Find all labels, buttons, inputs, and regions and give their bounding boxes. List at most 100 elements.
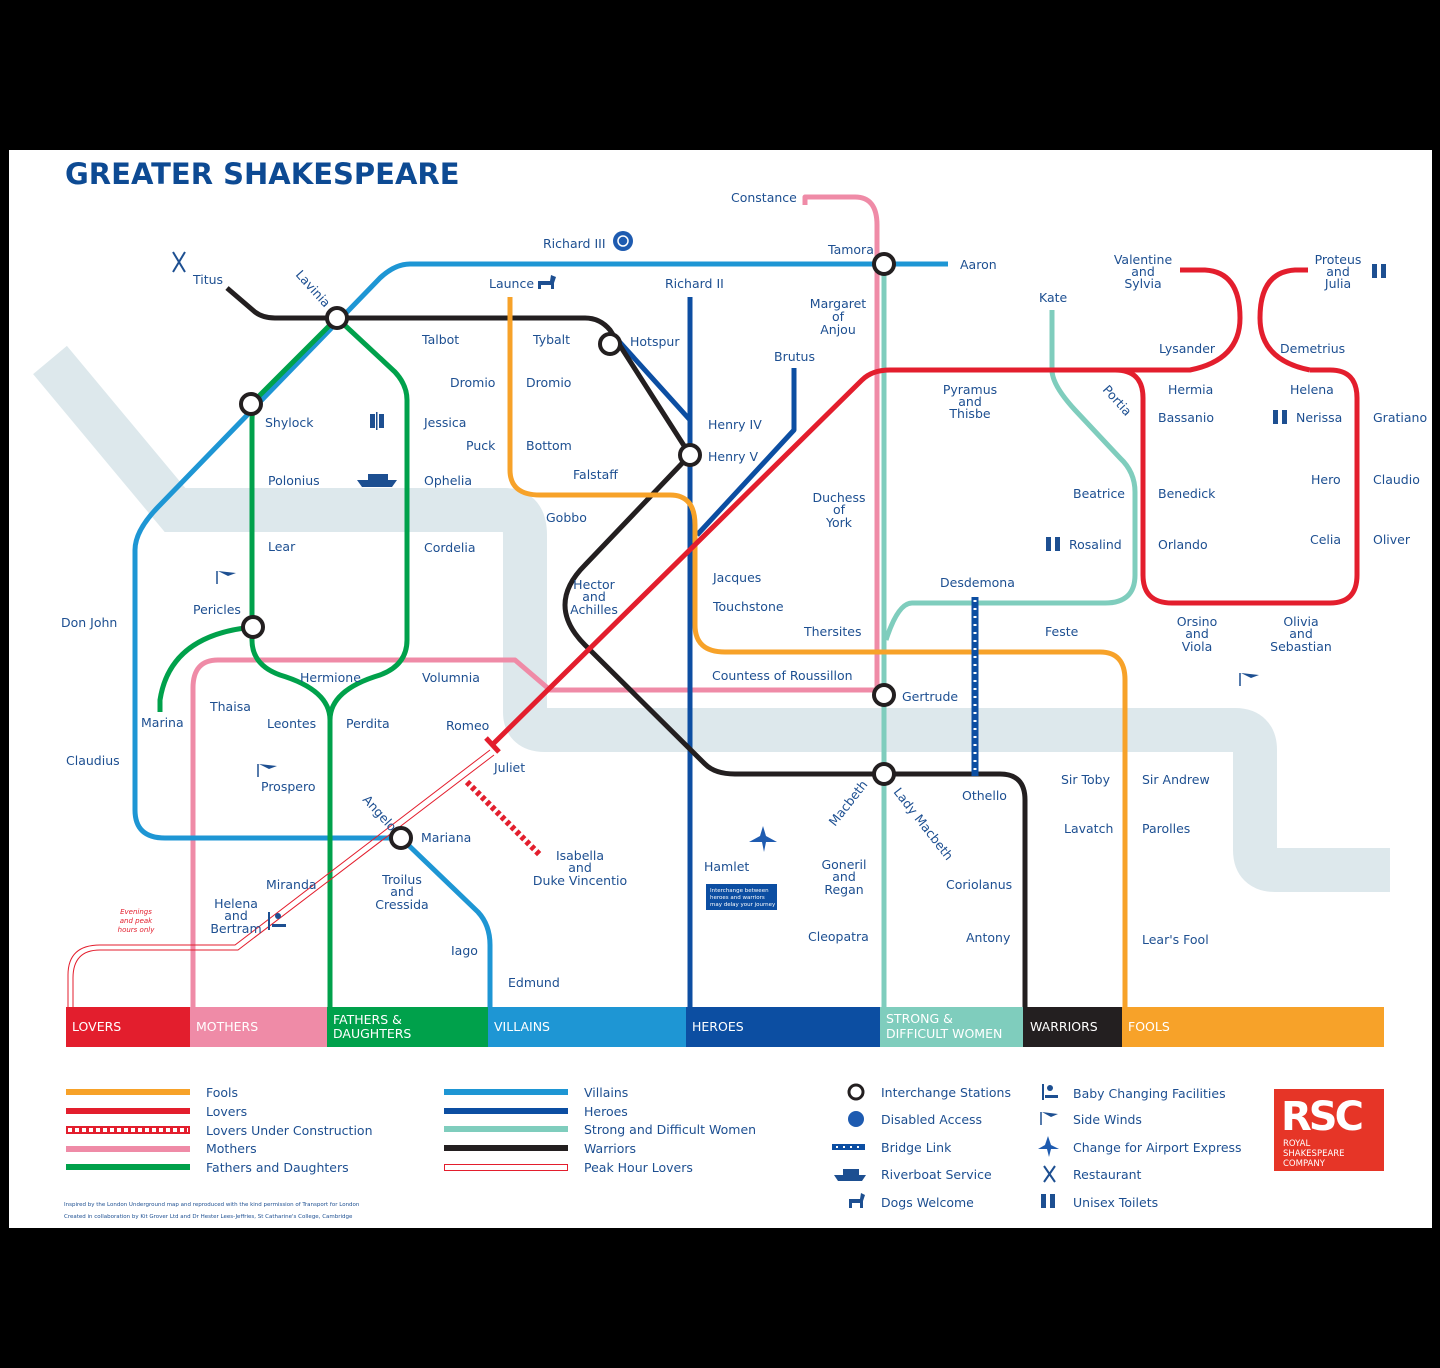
- station-label[interactable]: Hector: [573, 577, 616, 592]
- station-label[interactable]: Marina: [141, 715, 184, 730]
- station-label[interactable]: Don John: [61, 615, 117, 630]
- station-label[interactable]: Nerissa: [1296, 410, 1342, 425]
- heroes-line[interactable]: [614, 297, 797, 1007]
- station-label[interactable]: Dromio: [450, 375, 495, 390]
- station-label[interactable]: Othello: [962, 788, 1007, 803]
- station-label[interactable]: Lear's Fool: [1142, 932, 1209, 947]
- station-label[interactable]: Lysander: [1159, 341, 1216, 356]
- station-label[interactable]: Helena: [1290, 382, 1334, 397]
- station-label[interactable]: Tybalt: [532, 332, 570, 347]
- station-label[interactable]: Hamlet: [704, 859, 749, 874]
- station-label[interactable]: Oliver: [1373, 532, 1411, 547]
- station-label[interactable]: Benedick: [1158, 486, 1216, 501]
- station-label[interactable]: Orlando: [1158, 537, 1208, 552]
- station-label[interactable]: Cordelia: [424, 540, 476, 555]
- station-label[interactable]: Julia: [1324, 276, 1351, 291]
- station-label[interactable]: Helena: [214, 896, 258, 911]
- station-label[interactable]: Beatrice: [1073, 486, 1125, 501]
- lovers-line[interactable]: [484, 267, 1360, 754]
- station-label[interactable]: Miranda: [266, 877, 317, 892]
- station-label[interactable]: Hotspur: [630, 334, 680, 349]
- station-label[interactable]: Feste: [1045, 624, 1079, 639]
- station-label[interactable]: Hermia: [1168, 382, 1213, 397]
- station-label[interactable]: Perdita: [346, 716, 390, 731]
- station-label[interactable]: Ophelia: [424, 473, 472, 488]
- station-label[interactable]: Prospero: [261, 779, 315, 794]
- station-label[interactable]: Claudius: [66, 753, 120, 768]
- station-label[interactable]: Gratiano: [1373, 410, 1427, 425]
- station-label[interactable]: Falstaff: [573, 467, 618, 482]
- station-label[interactable]: Anjou: [820, 322, 856, 337]
- station-label[interactable]: Henry IV: [708, 417, 762, 432]
- interchange-stations[interactable]: [239, 252, 896, 850]
- villains-line[interactable]: [132, 261, 948, 1007]
- station-label[interactable]: Talbot: [421, 332, 459, 347]
- station-label[interactable]: Gertrude: [902, 689, 958, 704]
- station-label[interactable]: Olivia: [1283, 614, 1318, 629]
- station-label[interactable]: Mariana: [421, 830, 471, 845]
- station-label[interactable]: Sylvia: [1124, 276, 1161, 291]
- station-label[interactable]: Hero: [1311, 472, 1341, 487]
- station-label[interactable]: Cleopatra: [808, 929, 869, 944]
- station-label[interactable]: Sir Toby: [1061, 772, 1111, 787]
- station-label[interactable]: Margaret: [810, 296, 867, 311]
- station-label[interactable]: Constance: [731, 190, 797, 205]
- station-label[interactable]: Titus: [192, 272, 223, 287]
- peak-hour-lovers-line[interactable]: [67, 749, 495, 1007]
- station-label[interactable]: Cressida: [375, 897, 428, 912]
- fools-line[interactable]: [507, 297, 1128, 1007]
- station-label[interactable]: Hermione: [300, 670, 361, 685]
- station-label[interactable]: Coriolanus: [946, 877, 1012, 892]
- station-label[interactable]: Duchess: [812, 490, 865, 505]
- station-label[interactable]: Desdemona: [940, 575, 1015, 590]
- station-label[interactable]: Sir Andrew: [1142, 772, 1210, 787]
- station-label[interactable]: Valentine: [1114, 252, 1173, 267]
- station-label[interactable]: Brutus: [774, 349, 815, 364]
- station-label[interactable]: Pyramus: [943, 382, 997, 397]
- station-label[interactable]: Antony: [966, 930, 1011, 945]
- station-label[interactable]: Parolles: [1142, 821, 1190, 836]
- station-label[interactable]: Juliet: [493, 760, 525, 775]
- station-label[interactable]: Sebastian: [1270, 639, 1332, 654]
- station-label[interactable]: Celia: [1310, 532, 1341, 547]
- station-label[interactable]: Orsino: [1177, 614, 1218, 629]
- station-label[interactable]: Puck: [466, 438, 496, 453]
- station-label[interactable]: Bassanio: [1158, 410, 1214, 425]
- station-label[interactable]: Bertram: [210, 921, 261, 936]
- station-label[interactable]: Richard II: [665, 276, 724, 291]
- station-label[interactable]: Leontes: [267, 716, 316, 731]
- station-label[interactable]: Demetrius: [1280, 341, 1345, 356]
- station-label[interactable]: Aaron: [960, 257, 997, 272]
- station-label[interactable]: Regan: [824, 882, 863, 897]
- station-label[interactable]: Volumnia: [422, 670, 480, 685]
- station-label[interactable]: Viola: [1182, 639, 1213, 654]
- station-label[interactable]: Gobbo: [546, 510, 587, 525]
- station-label[interactable]: Richard III: [543, 236, 606, 251]
- station-label[interactable]: Troilus: [381, 872, 422, 887]
- station-label[interactable]: Romeo: [446, 718, 489, 733]
- station-label[interactable]: Bottom: [526, 438, 572, 453]
- station-label[interactable]: Achilles: [570, 602, 618, 617]
- station-label[interactable]: Jessica: [423, 415, 466, 430]
- station-label[interactable]: Polonius: [268, 473, 320, 488]
- strong-women-line[interactable]: [881, 264, 1138, 1007]
- station-label[interactable]: Countess of Roussillon: [712, 668, 853, 683]
- station-label[interactable]: Duke Vincentio: [533, 873, 627, 888]
- station-label[interactable]: Pericles: [193, 602, 241, 617]
- station-label[interactable]: Tamora: [827, 242, 874, 257]
- station-label[interactable]: Lavatch: [1064, 821, 1113, 836]
- station-label[interactable]: Lear: [268, 539, 296, 554]
- station-label[interactable]: Thaisa: [209, 699, 251, 714]
- station-label[interactable]: Proteus: [1315, 252, 1362, 267]
- station-label[interactable]: Edmund: [508, 975, 560, 990]
- station-label[interactable]: Goneril: [821, 857, 866, 872]
- station-label[interactable]: Touchstone: [712, 599, 784, 614]
- lovers-under-construction-line[interactable]: [464, 779, 543, 858]
- station-label[interactable]: Thisbe: [948, 406, 990, 421]
- station-label[interactable]: Kate: [1039, 290, 1068, 305]
- station-label[interactable]: York: [825, 515, 853, 530]
- station-label[interactable]: Isabella: [556, 848, 604, 863]
- station-label[interactable]: Launce: [489, 276, 534, 291]
- station-label[interactable]: Thersites: [803, 624, 861, 639]
- station-label[interactable]: Dromio: [526, 375, 571, 390]
